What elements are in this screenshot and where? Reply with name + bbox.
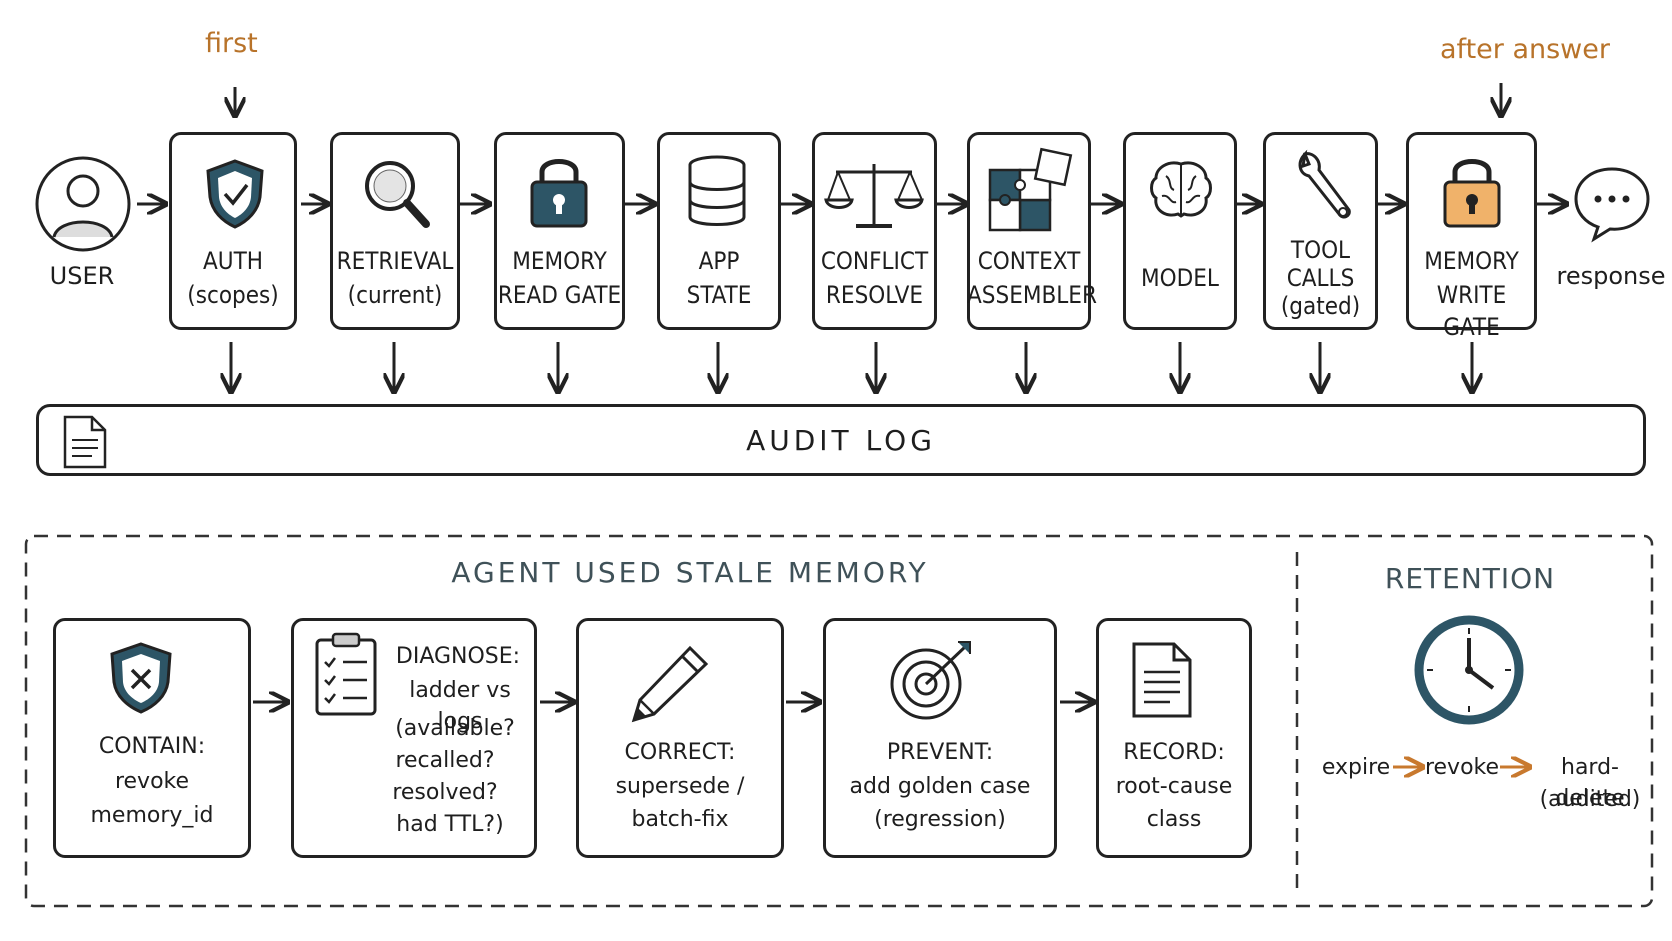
magnifier-icon [365,161,430,228]
tool-calls-label-2: CALLS [1286,264,1355,292]
document-icon [1132,642,1192,718]
tool-calls-label-3: (gated) [1280,292,1361,320]
audit-arrows [231,342,1472,392]
context-assembler-label-2: ASSEMBLER [967,281,1097,309]
diagnose-line-3: (available? [395,716,515,741]
speech-bubble-icon [1574,167,1650,243]
memory-read-gate-box [494,132,625,330]
puzzle-icon [988,147,1073,232]
retrieval-label-1: RETRIEVAL [336,247,454,275]
correct-line-1: CORRECT: [624,740,736,765]
diagnose-line-1: DIAGNOSE: [395,644,521,669]
correct-line-2: supersede / [615,774,745,799]
record-box [1096,618,1252,858]
retention-revoke: revoke [1424,755,1500,780]
context-assembler-label-1: CONTEXT [977,247,1081,275]
prevent-line-2: add golden case [849,774,1031,799]
retention-expire: expire [1321,755,1391,780]
record-line-2: root-cause [1115,774,1233,799]
after-answer-annotation: after answer [1440,34,1610,65]
retention-title: RETENTION [1384,562,1556,595]
padlock-orange-icon [1443,159,1501,228]
audit-log-label: AUDIT LOG [746,424,936,457]
wrench-icon [1298,149,1351,219]
user-icon [35,156,131,252]
diagnose-line-6: had TTL?) [396,812,504,837]
memory-read-gate-label-1: MEMORY [512,247,607,275]
app-state-label-1: APP [698,247,740,275]
prevent-line-3: (regression) [874,807,1006,832]
incident-title: AGENT USED STALE MEMORY [451,556,929,589]
contain-line-3: memory_id [90,803,214,828]
conflict-resolve-label-2: RESOLVE [825,281,924,309]
auth-label-2: (scopes) [187,281,279,309]
memory-write-gate-label-1: MEMORY [1424,247,1519,275]
correct-box [576,618,784,858]
shield-check-icon [206,159,264,229]
conflict-resolve-label-1: CONFLICT [820,247,929,275]
shield-x-icon [110,642,172,714]
model-label-1: MODEL [1141,264,1219,292]
incident-container [24,534,1654,908]
database-icon [688,155,746,226]
diagnose-line-2: ladder vs logs [409,678,511,734]
record-line-3: class [1146,807,1202,832]
memory-read-gate-label-2: READ GATE [497,281,622,309]
padlock-icon [530,159,588,228]
retention-hard-delete: hard-delete [1555,755,1625,811]
record-line-1: RECORD: [1123,740,1225,765]
first-annotation: first [205,28,258,59]
response-label: response [1556,262,1666,290]
tool-calls-label-1: TOOL [1290,236,1351,264]
app-state-label-2: STATE [686,281,752,309]
scales-icon [824,164,924,228]
correct-line-3: batch-fix [631,807,729,832]
target-icon [890,641,971,720]
memory-write-gate-label-2: WRITE GATE [1436,281,1507,341]
brain-icon [1150,161,1212,218]
contain-line-1: CONTAIN: [98,734,206,759]
audit-log-bar [36,404,1646,476]
document-icon [63,415,107,469]
contain-line-2: revoke [114,769,190,794]
prevent-line-1: PREVENT: [886,740,994,765]
diagnose-line-5: resolved? [392,780,498,805]
auth-label-1: AUTH [203,247,263,275]
memory-write-gate-box [1406,132,1537,330]
pencil-icon [631,645,709,723]
clipboard-checklist-icon [315,632,377,716]
diagnose-line-4: recalled? [395,748,495,773]
retention-audited: (audited) [1539,787,1641,812]
retrieval-label-2: (current) [347,281,443,309]
clock-icon [1414,615,1524,725]
user-label: USER [49,262,115,290]
